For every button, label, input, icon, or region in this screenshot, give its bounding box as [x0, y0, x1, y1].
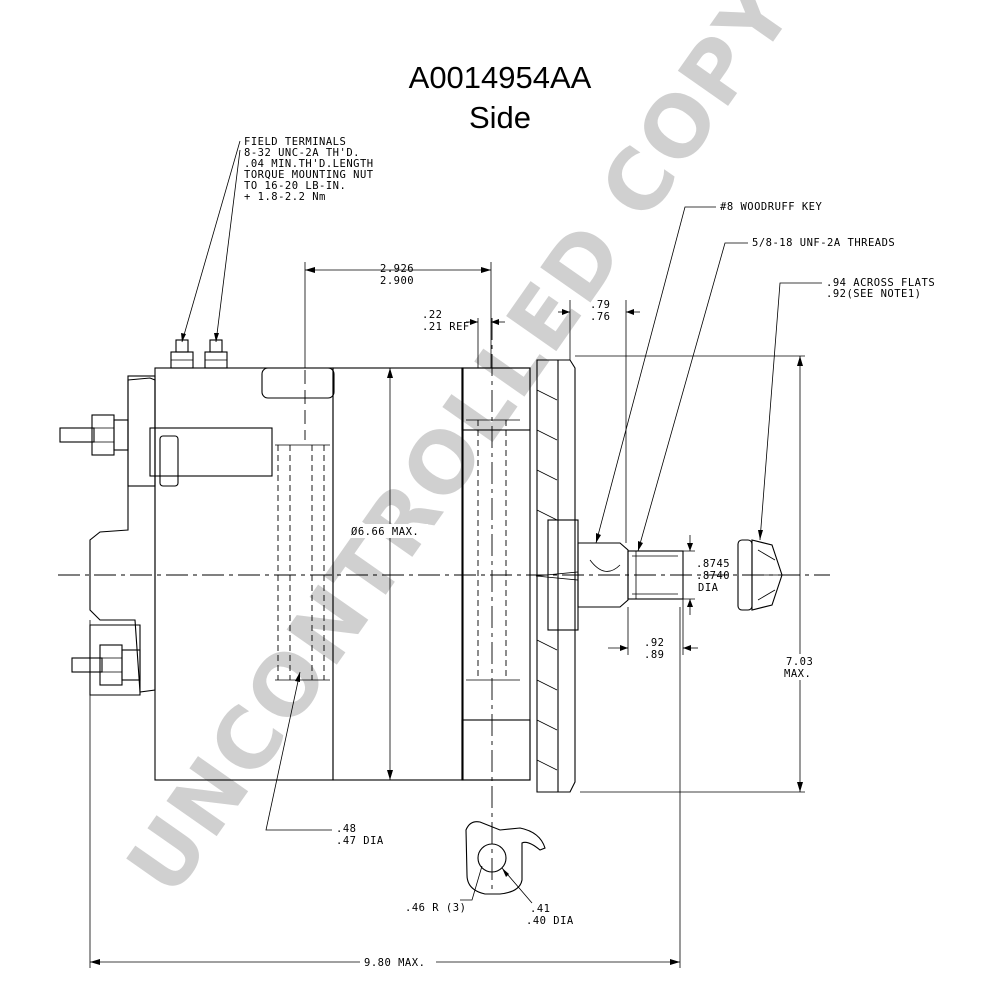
note-field-terminals-3: .04 MIN.TH'D.LENGTH: [244, 158, 374, 170]
note-across-flats-1: .94 ACROSS FLATS: [826, 277, 935, 289]
dim-height-label: MAX.: [784, 668, 811, 680]
dim-79-lower: .76: [590, 311, 610, 323]
note-threads: 5/8-18 UNF-2A THREADS: [752, 237, 895, 249]
dim-22-lower: .21 REF: [422, 321, 470, 333]
note-across-flats-2: .92(SEE NOTE1): [826, 288, 922, 300]
output-stud-lower: [71, 644, 141, 686]
output-stud-upper: [59, 414, 129, 456]
alternator-body: [154, 367, 531, 781]
part-number: A0014954AA: [408, 60, 592, 95]
note-field-terminals-6: + 1.8-2.2 Nm: [244, 191, 326, 203]
rear-bracket: [89, 375, 273, 696]
dim-92-lower: .89: [644, 649, 664, 661]
mounting-ear: [465, 821, 546, 895]
dim-overall-length: 9.80 MAX.: [364, 957, 425, 969]
dim-2926-upper: 2.926: [380, 263, 414, 275]
note-field-terminals-1: FIELD TERMINALS: [244, 136, 346, 148]
dim-79-upper: .79: [590, 299, 610, 311]
note-field-terminals-4: TORQUE MOUNTING NUT: [244, 169, 374, 181]
dim-radius: .46 R (3): [405, 902, 466, 914]
field-terminal-studs: [170, 339, 228, 369]
fan: [536, 359, 579, 793]
note-field-terminals-5: TO 16-20 LB-IN.: [244, 180, 346, 192]
dim-shaft-lower: .8740: [696, 570, 730, 582]
dim-ear-lower: .40 DIA: [526, 915, 574, 927]
dim-hole-lower: .47 DIA: [336, 835, 384, 847]
dim-height-value: 7.03: [786, 656, 813, 668]
shaft-nut: [737, 539, 783, 611]
view-label: Side: [468, 100, 532, 135]
dim-92-upper: .92: [644, 637, 664, 649]
watermark-text: UNCONTROLLED COPY: [108, 0, 812, 911]
dim-diameter: Ø6.66 MAX.: [351, 526, 419, 538]
dim-shaft-unit: DIA: [698, 582, 719, 594]
note-woodruff-key: #8 WOODRUFF KEY: [720, 201, 823, 213]
dim-shaft-upper: .8745: [696, 558, 730, 570]
dim-22-upper: .22: [422, 309, 442, 321]
dim-ear-upper: .41: [530, 903, 550, 915]
dim-2926-lower: 2.900: [380, 275, 414, 287]
note-field-terminals-2: 8-32 UNC-2A TH'D.: [244, 147, 360, 159]
drawing-title: A0014954AA Side: [0, 58, 1000, 138]
dim-hole-upper: .48: [336, 823, 356, 835]
